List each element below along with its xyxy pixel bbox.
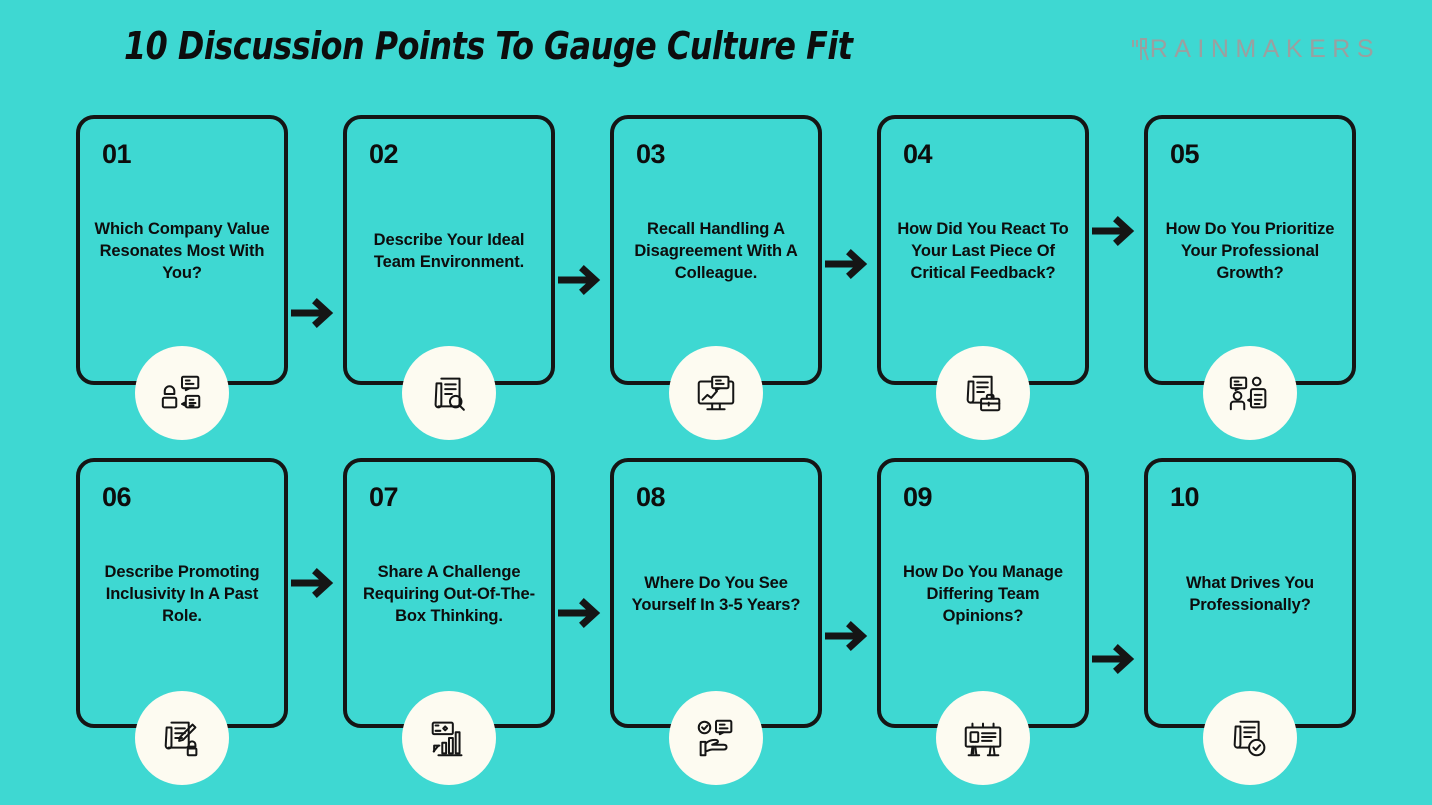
card-05[interactable]: 05 How Do You Prioritize Your Profession… <box>1144 115 1356 385</box>
card-text: Share A Challenge Requiring Out-Of-The-B… <box>362 563 536 625</box>
document-pen-person-icon <box>159 715 205 761</box>
brand-name: RAINMAKERS <box>1149 34 1380 63</box>
card-text: Where Do You See Yourself In 3-5 Years? <box>631 574 801 614</box>
card-09[interactable]: 09 How Do You Manage Differing Team Opin… <box>877 458 1089 728</box>
card-text: What Drives You Professionally? <box>1185 574 1315 614</box>
card-03[interactable]: 03 Recall Handling A Disagreement With A… <box>610 115 822 385</box>
arrow-right-icon <box>825 619 869 653</box>
icon-bubble-07 <box>402 691 496 785</box>
arrow-6-to-7 <box>291 566 335 600</box>
card-number: 08 <box>636 482 666 512</box>
document-check-icon <box>1227 715 1273 761</box>
card-07[interactable]: 07 Share A Challenge Requiring Out-Of-Th… <box>343 458 555 728</box>
hand-check-chat-icon <box>693 715 739 761</box>
icon-bubble-02 <box>402 346 496 440</box>
arrow-7-to-8 <box>558 596 602 630</box>
card-01[interactable]: 01 Which Company Value Resonates Most Wi… <box>76 115 288 385</box>
growth-bar-chart-icon <box>426 715 472 761</box>
card-number: 06 <box>102 482 132 512</box>
icon-bubble-10 <box>1203 691 1297 785</box>
card-text: Describe Your Ideal Team Environment. <box>373 231 525 271</box>
icon-bubble-05 <box>1203 346 1297 440</box>
icon-bubble-03 <box>669 346 763 440</box>
arrow-right-icon <box>825 247 869 281</box>
arrow-right-icon <box>291 566 335 600</box>
arrow-9-to-10 <box>1092 642 1136 676</box>
presentation-board-icon <box>960 715 1006 761</box>
card-number: 10 <box>1170 482 1200 512</box>
two-people-chat-icon <box>1227 370 1273 416</box>
card-text: Recall Handling A Disagreement With A Co… <box>634 220 798 282</box>
arrow-right-icon <box>558 596 602 630</box>
arrow-right-icon <box>558 263 602 297</box>
icon-bubble-04 <box>936 346 1030 440</box>
header: 10 Discussion Points To Gauge Culture Fi… <box>0 0 1432 100</box>
card-text: Which Company Value Resonates Most With … <box>94 220 270 282</box>
brand-logo: RAINMAKERS <box>1131 33 1380 65</box>
monitor-chat-chart-icon <box>693 370 739 416</box>
card-08[interactable]: 08 Where Do You See Yourself In 3-5 Year… <box>610 458 822 728</box>
arrow-4-to-5 <box>1092 214 1136 248</box>
card-number: 09 <box>903 482 933 512</box>
document-search-icon <box>426 370 472 416</box>
card-number: 04 <box>903 139 933 169</box>
arrow-right-icon <box>1092 214 1136 248</box>
card-number: 03 <box>636 139 666 169</box>
card-number: 05 <box>1170 139 1200 169</box>
document-briefcase-icon <box>960 370 1006 416</box>
person-chat-feedback-icon <box>159 370 205 416</box>
arrow-3-to-4 <box>825 247 869 281</box>
card-04[interactable]: 04 How Did You React To Your Last Piece … <box>877 115 1089 385</box>
card-02[interactable]: 02 Describe Your Ideal Team Environment. <box>343 115 555 385</box>
arrow-1-to-2 <box>291 296 335 330</box>
icon-bubble-08 <box>669 691 763 785</box>
card-text: How Do You Manage Differing Team Opinion… <box>903 563 1063 625</box>
arrow-right-icon <box>1092 642 1136 676</box>
arrow-8-to-9 <box>825 619 869 653</box>
page-title: 10 Discussion Points To Gauge Culture Fi… <box>124 24 853 68</box>
rainmakers-logo-mark-icon <box>1131 38 1149 61</box>
card-text: How Did You React To Your Last Piece Of … <box>897 220 1069 282</box>
card-number: 02 <box>369 139 399 169</box>
arrow-2-to-3 <box>558 263 602 297</box>
card-number: 01 <box>102 139 132 169</box>
card-06[interactable]: 06 Describe Promoting Inclusivity In A P… <box>76 458 288 728</box>
card-number: 07 <box>369 482 399 512</box>
arrow-right-icon <box>291 296 335 330</box>
icon-bubble-09 <box>936 691 1030 785</box>
card-10[interactable]: 10 What Drives You Professionally? <box>1144 458 1356 728</box>
icon-bubble-06 <box>135 691 229 785</box>
card-text: Describe Promoting Inclusivity In A Past… <box>104 563 260 625</box>
icon-bubble-01 <box>135 346 229 440</box>
card-text: How Do You Prioritize Your Professional … <box>1165 220 1335 282</box>
